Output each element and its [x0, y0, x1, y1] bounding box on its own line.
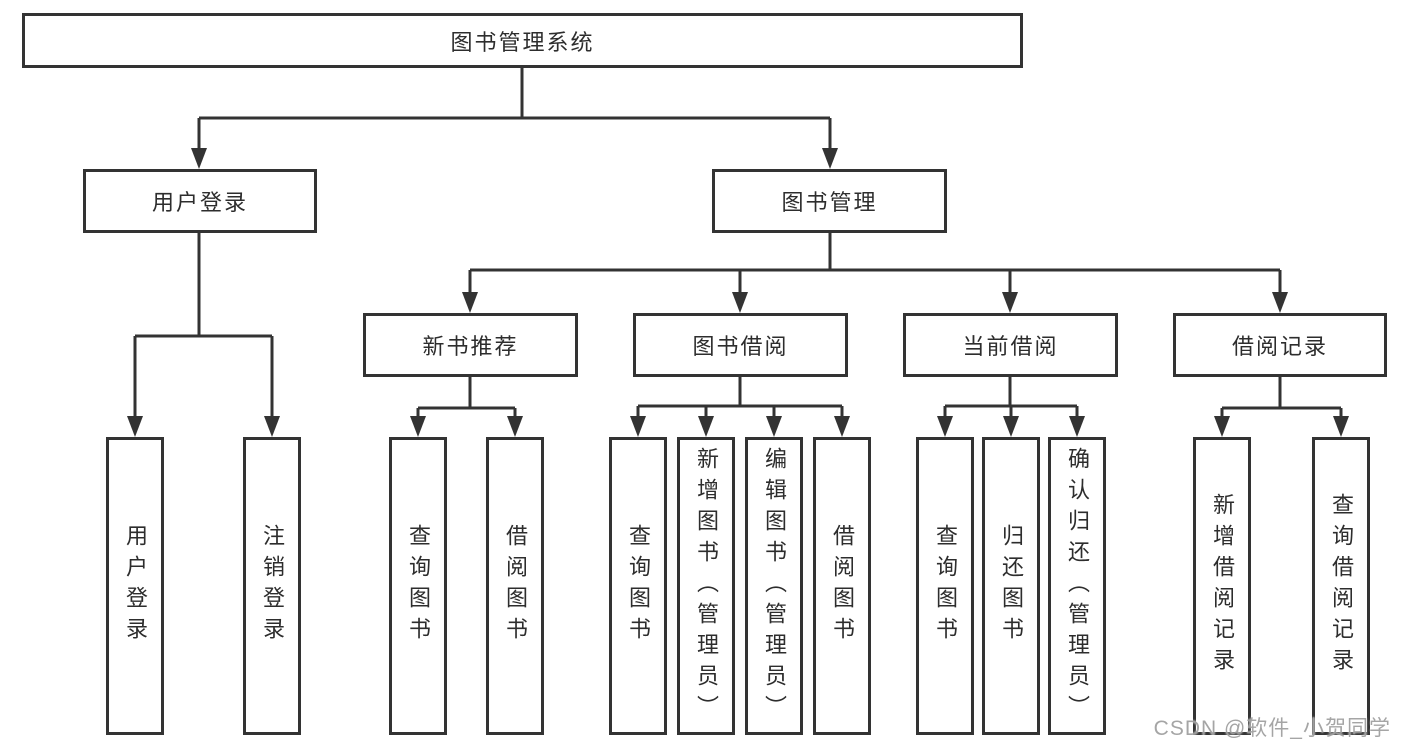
leaf-label: 用户登录 [123, 524, 148, 648]
arrowhead-icon [834, 416, 850, 437]
node-current-borrow: 当前借阅 [903, 313, 1118, 377]
leaf-label: 确认归还（管理员） [1065, 446, 1090, 726]
arrowhead-icon [732, 292, 748, 313]
arrowhead-icon [462, 292, 478, 313]
arrowhead-icon [698, 416, 714, 437]
leaf-query-books-1: 查询图书 [389, 437, 447, 735]
connector-records-to-leaves [1214, 377, 1349, 437]
connector-mgmt-to-groups [462, 233, 1288, 313]
leaf-borrow-books-1: 借阅图书 [486, 437, 544, 735]
leaf-label: 编辑图书（管理员） [762, 446, 787, 726]
arrowhead-icon [1069, 416, 1085, 437]
connector-path [197, 68, 832, 148]
connector-root-to-level2 [191, 68, 838, 169]
leaf-add-books-admin: 新增图书（管理员） [677, 437, 735, 735]
connector-path [1220, 377, 1343, 416]
leaf-add-borrow-record: 新增借阅记录 [1193, 437, 1251, 735]
leaf-query-borrow-record: 查询借阅记录 [1312, 437, 1370, 735]
leaf-logout: 注销登录 [243, 437, 301, 735]
leaf-label: 新增借阅记录 [1210, 493, 1235, 679]
node-borrow-records: 借阅记录 [1173, 313, 1387, 377]
arrowhead-icon [1272, 292, 1288, 313]
arrowhead-icon [1214, 416, 1230, 437]
arrowhead-icon [191, 148, 207, 169]
connector-path [636, 377, 844, 416]
leaf-label: 查询图书 [626, 524, 651, 648]
node-book-management: 图书管理 [712, 169, 947, 233]
leaf-label: 借阅图书 [830, 524, 855, 648]
connector-path [416, 377, 517, 416]
arrowhead-icon [1003, 416, 1019, 437]
connector-newbooks-to-leaves [410, 377, 523, 437]
leaf-user-login: 用户登录 [106, 437, 164, 735]
connector-borrow-to-leaves [630, 377, 850, 437]
node-user-login: 用户登录 [83, 169, 317, 233]
arrowhead-icon [507, 416, 523, 437]
arrowhead-icon [1002, 292, 1018, 313]
leaf-label: 查询借阅记录 [1329, 493, 1354, 679]
connector-path [943, 377, 1079, 416]
arrowhead-icon [410, 416, 426, 437]
leaf-query-books-3: 查询图书 [916, 437, 974, 735]
leaf-label: 借阅图书 [503, 524, 528, 648]
node-new-book-recommend: 新书推荐 [363, 313, 578, 377]
leaf-label: 归还图书 [999, 524, 1024, 648]
arrowhead-icon [630, 416, 646, 437]
leaf-edit-books-admin: 编辑图书（管理员） [745, 437, 803, 735]
connector-path [468, 233, 1282, 292]
arrowhead-icon [766, 416, 782, 437]
leaf-label: 注销登录 [260, 524, 285, 648]
csdn-watermark: CSDN @软件_小贺同学 [1153, 717, 1391, 740]
leaf-label: 查询图书 [406, 524, 431, 648]
arrowhead-icon [127, 416, 143, 437]
leaf-confirm-return-admin: 确认归还（管理员） [1048, 437, 1106, 735]
leaf-query-books-2: 查询图书 [609, 437, 667, 735]
leaf-return-books: 归还图书 [982, 437, 1040, 735]
connector-current-to-leaves [937, 377, 1085, 437]
arrowhead-icon [1333, 416, 1349, 437]
arrowhead-icon [937, 416, 953, 437]
leaf-label: 查询图书 [933, 524, 958, 648]
arrowhead-icon [264, 416, 280, 437]
connector-login-to-leaves [127, 233, 280, 437]
node-book-borrow: 图书借阅 [633, 313, 848, 377]
node-root-library-system: 图书管理系统 [22, 13, 1023, 68]
arrowhead-icon [822, 148, 838, 169]
connector-path [133, 233, 274, 416]
leaf-label: 新增图书（管理员） [694, 446, 719, 726]
leaf-borrow-books-2: 借阅图书 [813, 437, 871, 735]
